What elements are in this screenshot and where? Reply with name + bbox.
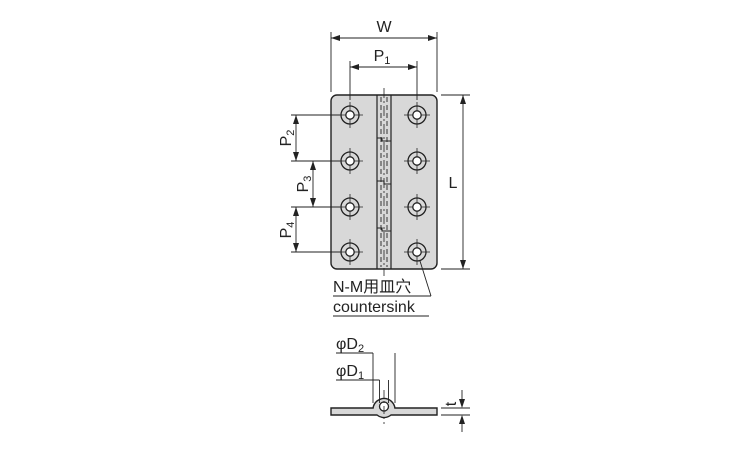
arrowhead: [331, 35, 340, 41]
dim-l: L: [441, 94, 470, 270]
knuckle-joint-3: [377, 227, 391, 232]
dim-p2-label: P2: [278, 130, 297, 147]
arrowhead: [459, 399, 465, 408]
knuckle-joint-2: [377, 180, 391, 185]
dim-p3-label: P3: [295, 176, 314, 193]
arrowhead: [310, 161, 316, 170]
dim-p2: P2: [278, 115, 299, 161]
dim-l-label: L: [449, 175, 458, 192]
arrowhead: [293, 243, 299, 252]
leader-line: [419, 260, 432, 297]
side-view-dimensions: φD2 φD1 t: [336, 336, 470, 432]
callout-text-en: countersink: [333, 299, 416, 316]
arrowhead: [293, 207, 299, 216]
hinge-knuckle: [376, 88, 392, 276]
dim-d2-label: φD2: [336, 336, 364, 355]
arrowhead: [350, 64, 359, 70]
countersink-callout: N-M用皿穴 countersink: [333, 260, 432, 317]
callout-text-jp: N-M用皿穴: [333, 278, 411, 296]
dim-p4-label: P4: [278, 222, 297, 239]
dim-t-label: t: [443, 401, 460, 406]
dim-t: t: [441, 390, 470, 432]
dim-p1: P1: [349, 48, 418, 100]
arrowhead: [293, 115, 299, 124]
dim-d1-label: φD1: [336, 363, 364, 382]
drawing-root: W P1 L: [278, 19, 470, 432]
top-view-dimensions: W P1 L: [278, 19, 470, 270]
arrowhead: [293, 152, 299, 161]
top-view: [330, 88, 438, 276]
arrowhead: [428, 35, 437, 41]
arrowhead: [310, 198, 316, 207]
dim-w: W: [330, 19, 438, 92]
arrowhead: [459, 415, 465, 424]
dim-p1-label: P1: [374, 48, 391, 67]
dim-p4: P4: [278, 207, 299, 252]
arrowhead: [460, 260, 466, 269]
dim-p3: P3: [295, 161, 316, 207]
knuckle-joint-1: [377, 137, 391, 142]
arrowhead: [460, 95, 466, 104]
dim-d2: φD2: [336, 336, 396, 403]
side-view: [330, 390, 438, 424]
dim-d1: φD1: [336, 363, 389, 403]
arrowhead: [408, 64, 417, 70]
dim-w-label: W: [376, 19, 392, 36]
